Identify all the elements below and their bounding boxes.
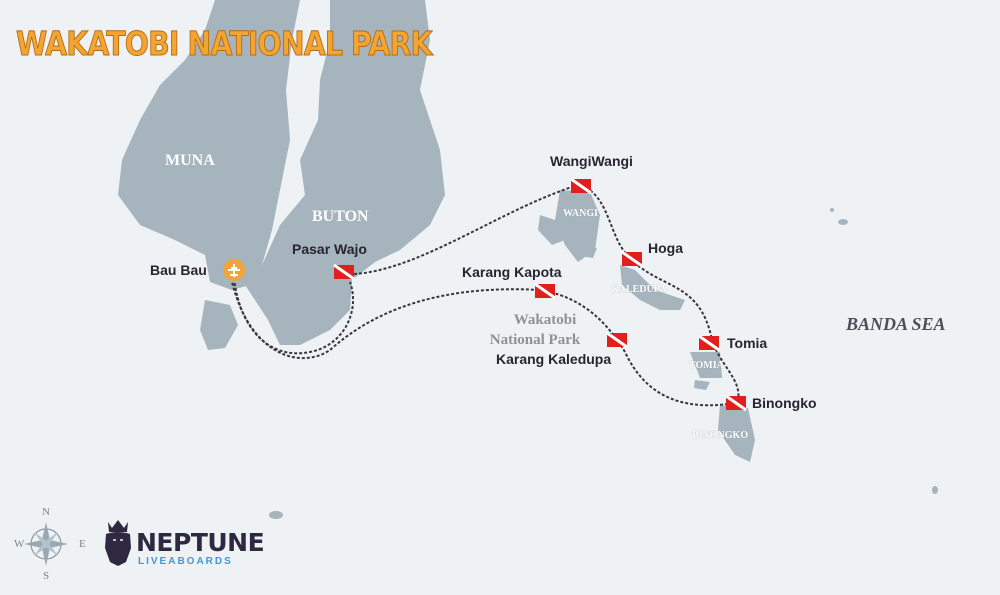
kaledupa-island (620, 265, 685, 310)
park-label-line-1: Wakatobi (513, 312, 577, 328)
logo-name: NEPTUNE (136, 528, 265, 557)
place-label-pasar-wajo: Pasar Wajo (292, 241, 367, 257)
map-title: WAKATOBI NATIONAL PARK (16, 24, 433, 64)
compass-w: W (14, 538, 25, 550)
logo-subtitle: LIVEABOARDS (138, 556, 233, 567)
tomia-island (690, 352, 722, 378)
compass-e: E (79, 538, 86, 550)
island-label-kaledupa: KALEDUPA (611, 284, 667, 295)
muna-island (118, 0, 300, 290)
tomia-islet (694, 380, 710, 390)
island-label-binongko: BINONGKO (692, 430, 749, 441)
islet (830, 208, 834, 212)
buton-island (245, 0, 445, 345)
dive-flags (333, 177, 747, 412)
route-binongko-kaledupa-kapota-baubau (231, 281, 729, 407)
neptune-head-icon (105, 520, 131, 566)
kabaena-islets (200, 300, 238, 350)
place-label-karang-kaledupa: Karang Kaledupa (496, 351, 612, 367)
route-wangi-hoga-tomia-binongko (585, 187, 740, 401)
place-label-tomia: Tomia (727, 335, 768, 351)
binongko-island (718, 405, 755, 462)
island-label-buton: BUTON (312, 208, 369, 225)
wangi-islet-2 (580, 244, 597, 258)
place-label-bau-bau: Bau Bau (150, 262, 207, 278)
place-label-hoga: Hoga (648, 240, 683, 256)
dive-routes (231, 185, 740, 407)
place-label-karang-kapota: Karang Kapota (462, 264, 562, 280)
island-label-muna: MUNA (165, 152, 215, 169)
compass-s: S (43, 570, 50, 582)
place-label-wangiwangi: WangiWangi (550, 153, 633, 169)
park-label-line-2: National Park (489, 332, 581, 348)
islet (269, 511, 283, 519)
place-label-binongko: Binongko (752, 395, 817, 411)
compass-rose-icon (24, 522, 68, 566)
airport-icon (223, 259, 245, 281)
landmass (118, 0, 938, 519)
islet (838, 219, 848, 225)
park-label: Wakatobi National Park (470, 310, 620, 350)
island-label-tomia: TOMIA (689, 360, 724, 371)
route-pasarwajo-wangiwangi (353, 185, 576, 275)
islet (932, 486, 938, 494)
island-label-wangi: WANGI (563, 208, 599, 219)
sea-label: BANDA SEA (846, 314, 946, 334)
wangi-islet (538, 215, 565, 245)
wangi-island (555, 190, 600, 262)
compass-n: N (42, 506, 50, 518)
